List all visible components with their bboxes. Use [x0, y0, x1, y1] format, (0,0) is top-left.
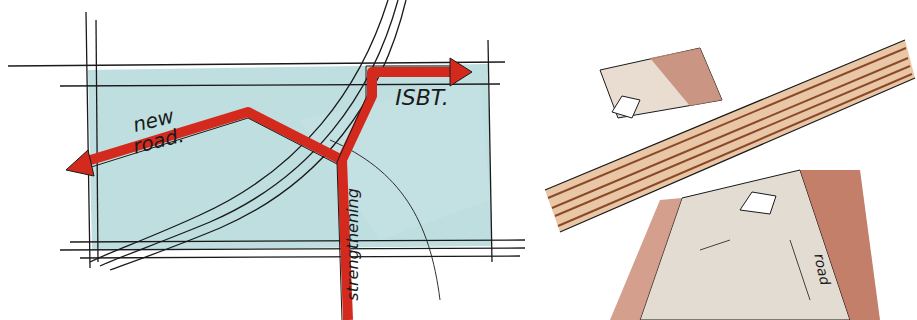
place-label: ISBT. — [382, 86, 462, 109]
strengthening-route — [342, 72, 452, 320]
boundary-line — [488, 40, 492, 262]
car — [612, 96, 640, 118]
sketch-stroke — [700, 240, 810, 300]
deck-stripe — [548, 48, 906, 198]
boundary-line — [86, 12, 90, 268]
flyover-stripes — [548, 48, 912, 226]
deck-stripe — [555, 66, 910, 216]
flyover-deck — [545, 40, 915, 232]
route-outline — [88, 118, 337, 168]
road-under — [600, 48, 722, 118]
road-side — [800, 170, 880, 320]
road-side — [610, 198, 682, 320]
new-road-route — [84, 112, 342, 162]
boundary-line — [96, 20, 98, 262]
rail-curve — [110, 0, 406, 270]
cars — [612, 96, 776, 214]
deck-edge — [545, 40, 915, 232]
arrow-head — [66, 150, 94, 176]
deck-stripe — [552, 58, 908, 208]
car — [740, 192, 776, 214]
arrow-head — [450, 58, 472, 86]
road-shadow — [650, 48, 722, 106]
boundary-line — [8, 62, 505, 66]
road-line — [60, 248, 525, 250]
road-label: new road. — [116, 102, 196, 160]
deck-stripe — [558, 74, 912, 226]
route-label: strengthening — [345, 169, 362, 319]
route-lines — [84, 72, 452, 320]
road-label: road — [809, 238, 836, 300]
site-lines — [8, 0, 525, 300]
